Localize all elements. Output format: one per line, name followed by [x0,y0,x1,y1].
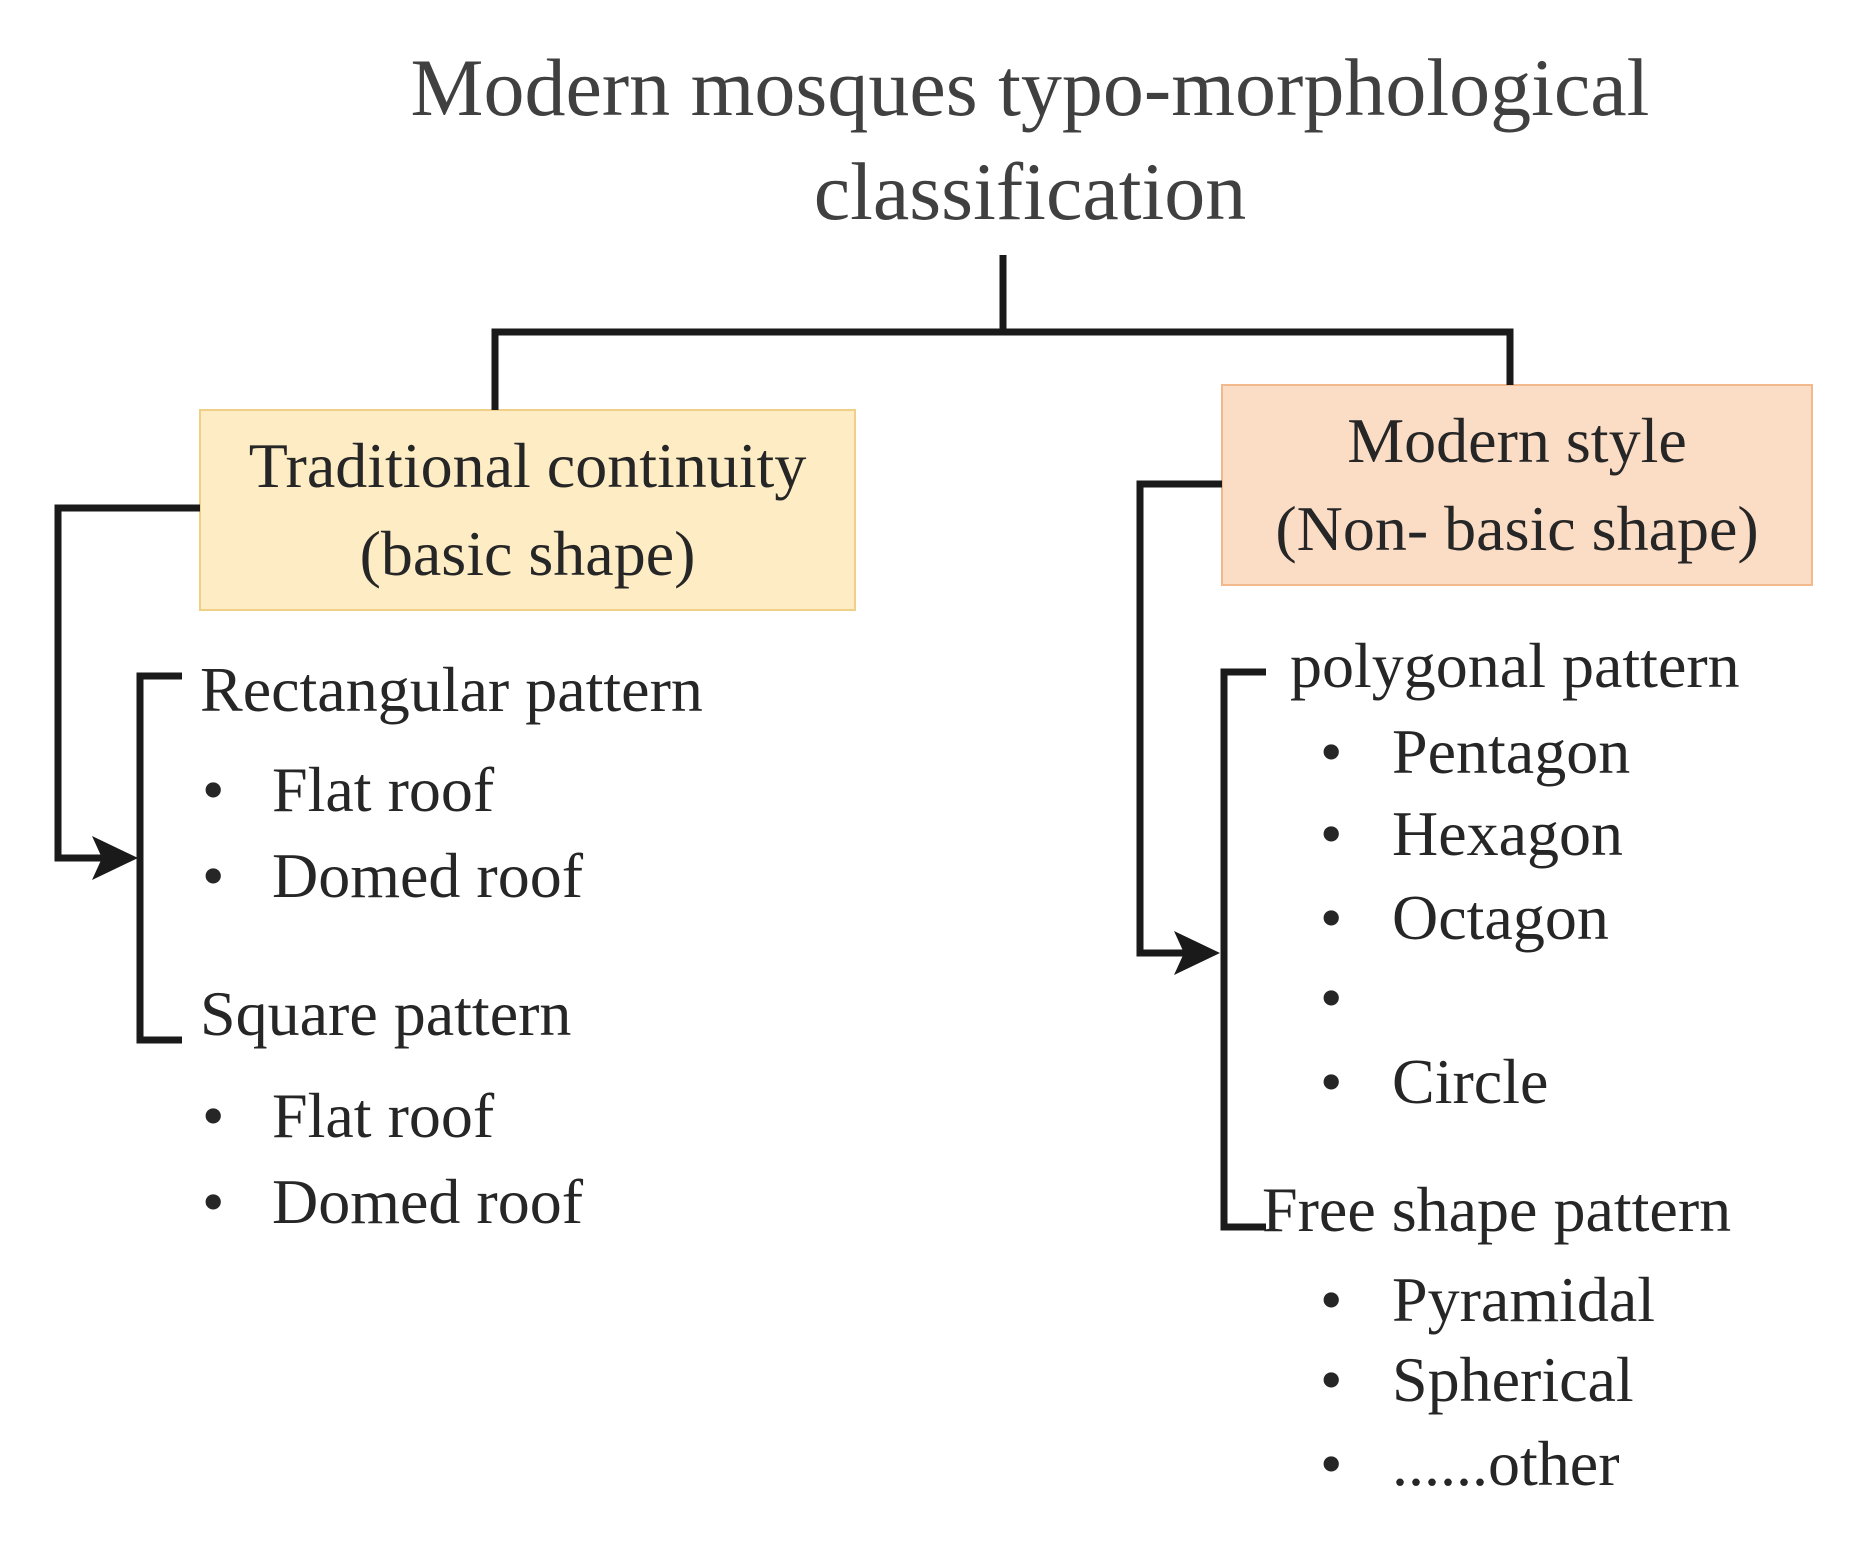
traditional-box-shape [199,409,856,611]
bullet-icon: • [202,1080,225,1151]
free-shape-pattern-label: Free shape pattern [1262,1174,1732,1245]
modern-box-shape [1221,384,1813,586]
list-item-text: ......other [1392,1428,1620,1499]
list-item-text: Octagon [1392,882,1609,953]
title-line-2: classification [813,146,1247,237]
title-line-1: Modern mosques typo-morphological [410,42,1650,133]
modern-style-box: Modern style (Non- basic shape) [1222,385,1812,585]
list-item-text: Flat roof [272,754,495,825]
modern-box-line-2: (Non- basic shape) [1275,493,1759,564]
bullet-icon: • [202,840,225,911]
polygonal-pattern-label: polygonal pattern [1290,630,1740,701]
modern-arrow-line [1136,480,1222,957]
bullet-icon: • [1320,1264,1343,1335]
traditional-continuity-box: Traditional continuity (basic shape) [200,410,855,610]
bullet-icon: • [1320,798,1343,869]
modern-box-line-1: Modern style [1347,405,1687,476]
bullet-icon: • [1320,1428,1343,1499]
list-item-text: Domed roof [272,1166,584,1237]
list-item-text: Pentagon [1392,716,1631,787]
list-item-text: Hexagon [1392,798,1624,869]
traditional-arrow-line [54,504,200,862]
traditional-box-line-2: (basic shape) [359,518,696,589]
bullet-icon: • [202,754,225,825]
traditional-arrowhead [92,836,138,880]
list-item-text: Domed roof [272,840,584,911]
modern-bracket [1220,668,1266,1231]
list-item-text: Pyramidal [1392,1264,1656,1335]
root-connector [491,255,1007,410]
list-item-text: Circle [1392,1046,1549,1117]
list-item-text: Spherical [1392,1344,1634,1415]
diagram-title: Modern mosques typo-morphological classi… [330,36,1730,244]
bullet-icon: • [202,1166,225,1237]
root-connector-right [1003,328,1514,385]
traditional-box-line-1: Traditional continuity [248,430,807,501]
modern-arrowhead [1174,931,1220,975]
bullet-icon: • [1320,1046,1343,1117]
bullet-icon: • [1320,882,1343,953]
bullet-icon: • [1320,716,1343,787]
rectangular-pattern-label: Rectangular pattern [200,654,703,725]
bullet-icon: • [1320,962,1343,1033]
bullet-icon: • [1320,1344,1343,1415]
traditional-bracket [136,672,182,1044]
square-pattern-label: Square pattern [200,978,572,1049]
list-item-text: Flat roof [272,1080,495,1151]
